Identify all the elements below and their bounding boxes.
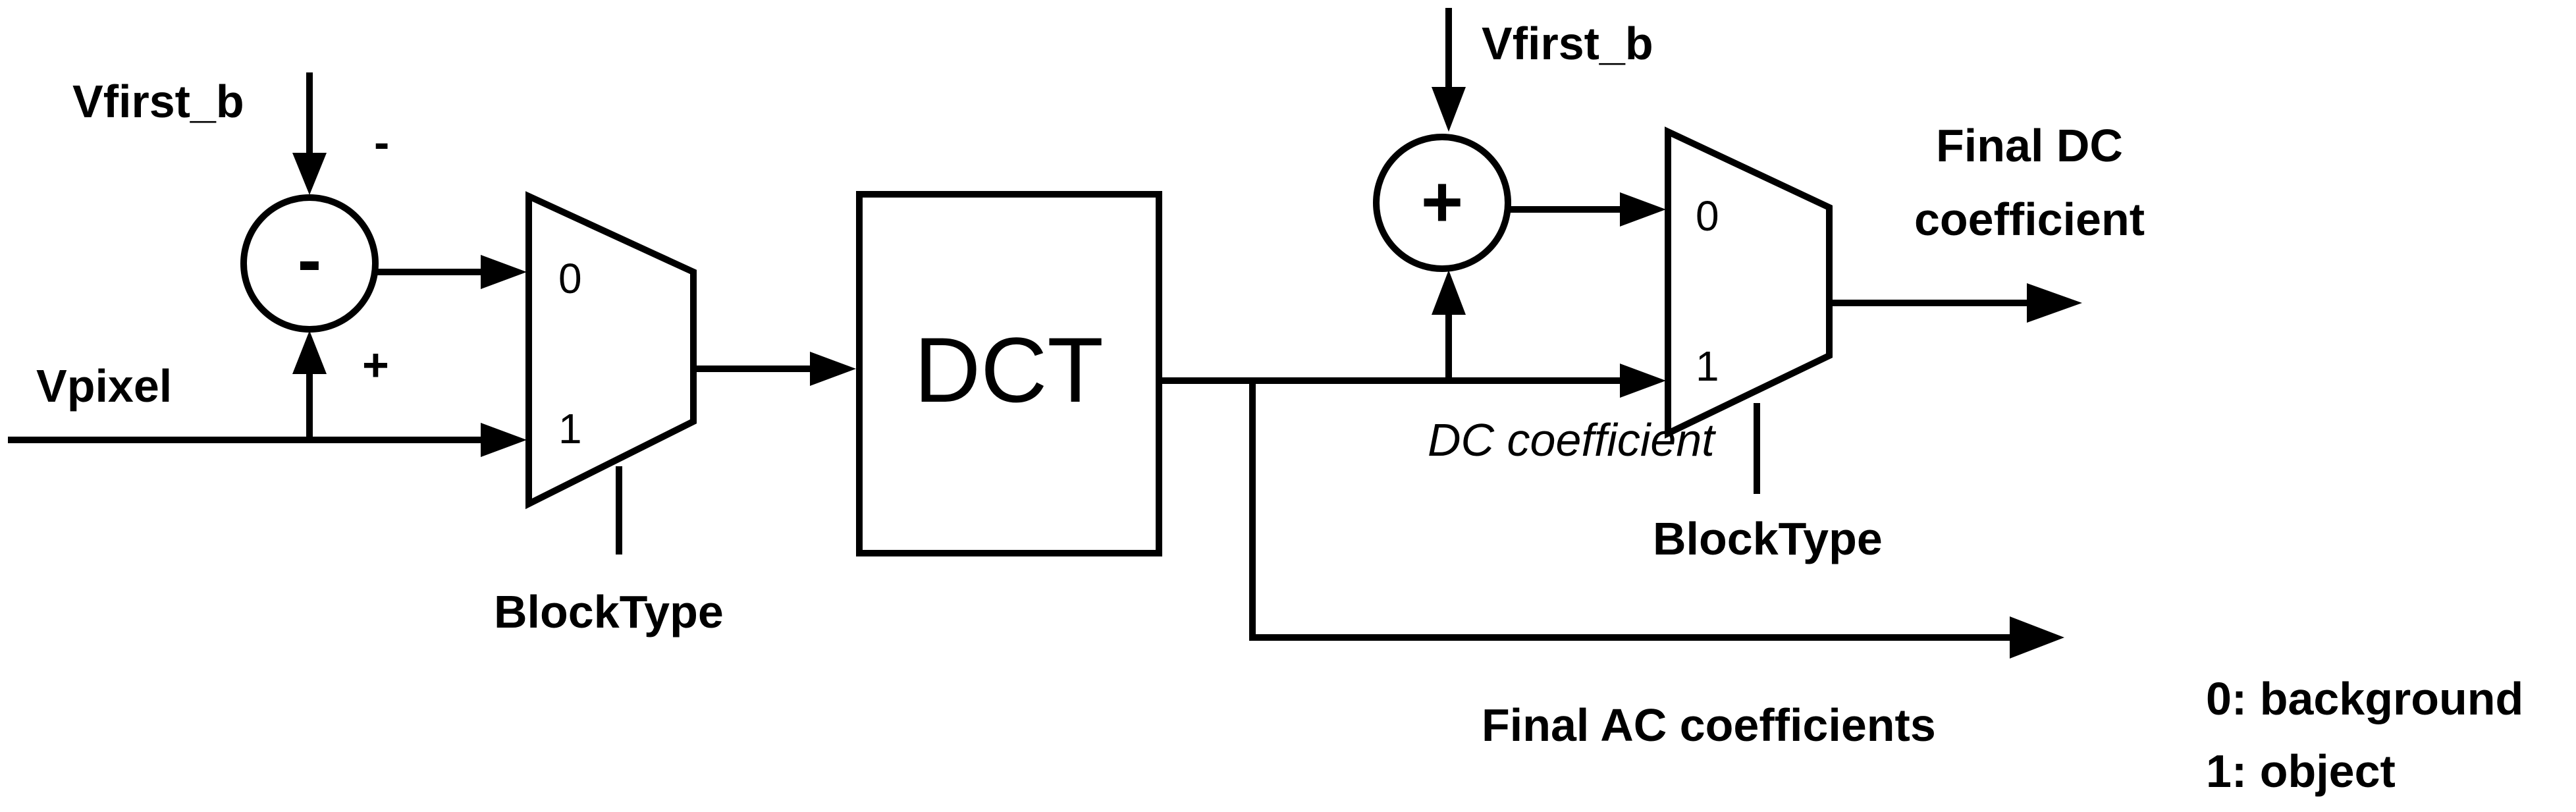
mux1-input1-label: 1 — [558, 405, 582, 452]
vfirst-to-adder-arrowhead — [1432, 87, 1466, 132]
vpixel-label: Vpixel — [36, 360, 172, 412]
dct-to-mux2-arrowhead — [1620, 364, 1666, 398]
adder-to-mux2-arrowhead — [1620, 192, 1666, 227]
adder-symbol: + — [1421, 161, 1463, 242]
mux1-input0-label: 0 — [558, 255, 582, 302]
plus-sign-label: + — [362, 339, 389, 391]
final-ac-label: Final AC coefficients — [1482, 699, 1936, 751]
subtractor-symbol: - — [298, 219, 322, 300]
mux1-trapezoid — [525, 191, 697, 510]
minus-sign-label: - — [374, 117, 389, 168]
final-dc-line1-label: Final DC — [1936, 120, 2123, 171]
dc-coefficient-label: DC coefficient — [1428, 414, 1716, 466]
mux2-input0-label: 0 — [1696, 192, 1719, 240]
vfirst-left-label: Vfirst_b — [72, 76, 244, 127]
subtractor-circle — [240, 194, 379, 333]
mux1-to-dct-arrowhead — [810, 352, 856, 386]
ac-output-arrowhead — [2010, 616, 2064, 659]
blocktype-left-label: BlockType — [494, 586, 724, 637]
vfirst-right-label: Vfirst_b — [1482, 18, 1653, 69]
subtractor-to-mux1-arrowhead — [481, 255, 527, 289]
vfirst-to-subtractor-arrowhead — [292, 153, 327, 195]
vpixel-to-subtractor-arrowhead — [292, 331, 327, 374]
legend-item-object: 1: object — [2206, 745, 2396, 797]
dc-to-adder-arrowhead — [1432, 270, 1466, 315]
dct-label: DCT — [914, 318, 1104, 421]
vpixel-to-mux1-arrowhead — [481, 423, 527, 457]
mux2-input1-label: 1 — [1696, 342, 1719, 390]
blocktype-right-label: BlockType — [1653, 513, 1883, 564]
legend-item-background: 0: background — [2206, 673, 2523, 724]
final-dc-line2-label: coefficient — [1914, 194, 2145, 245]
dct-block — [856, 191, 1162, 556]
mux2-trapezoid — [1665, 126, 1833, 439]
mux2-output-arrowhead — [2027, 283, 2082, 323]
adder-circle — [1373, 134, 1511, 272]
